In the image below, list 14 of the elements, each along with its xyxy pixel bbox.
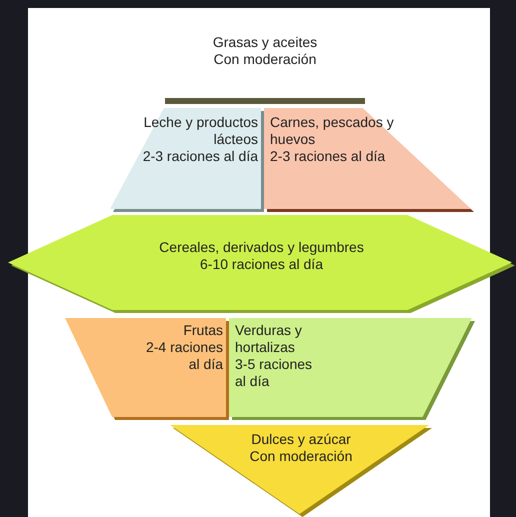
- group-name: Frutas: [182, 322, 223, 339]
- group-name: Grasas y aceites: [212, 34, 318, 51]
- group-name: Cereales, derivados y legumbres: [158, 239, 365, 256]
- group-name: Leche y productos lácteos: [142, 114, 258, 148]
- serving-text: 3-5 raciones al día: [235, 356, 314, 390]
- group-name: Dulces y azúcar: [250, 431, 352, 448]
- serving-text: Con moderación: [248, 448, 354, 465]
- serving-text: 6-10 raciones al día: [199, 256, 324, 273]
- serving-text: Con moderación: [212, 51, 318, 68]
- serving-text: 2-3 raciones al día: [270, 148, 386, 165]
- group-name: Carnes, pescados y huevos: [270, 114, 395, 148]
- serving-text: 2-3 raciones al día: [142, 148, 258, 165]
- serving-text: 2-4 raciones al día: [144, 339, 223, 373]
- group-name: Verduras y hortalizas: [235, 322, 303, 356]
